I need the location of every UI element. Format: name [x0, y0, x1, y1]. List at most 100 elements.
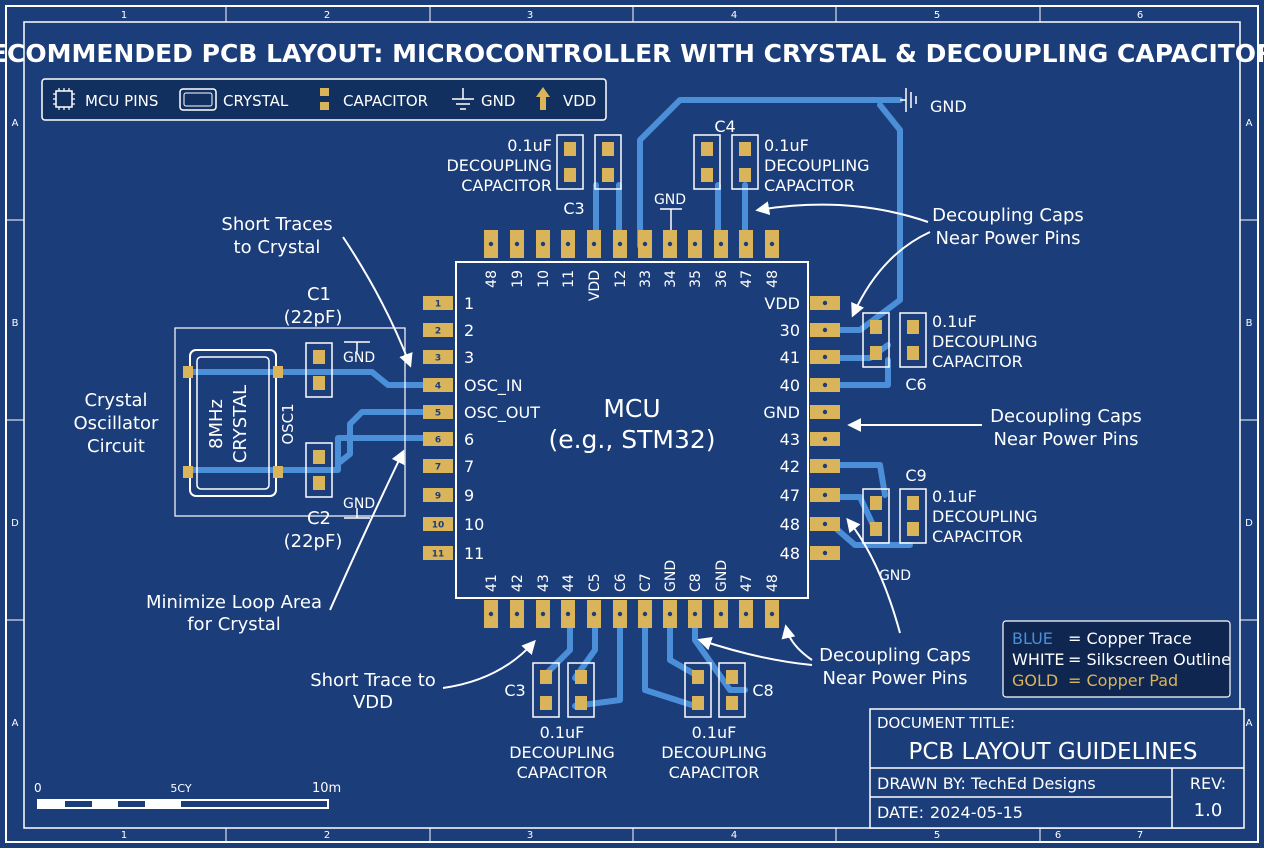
legend-label-capacitor: CAPACITOR: [343, 92, 428, 110]
mcu-top-pad-hole: [692, 241, 698, 247]
rev-value: 1.0: [1194, 800, 1223, 821]
mcu-left-pad-number: 2: [435, 327, 441, 337]
component-labels: C1 (22pF) GND C2 (22pF) GND 0.1uF DECOUP…: [284, 97, 1038, 782]
mcu-left-pin-label: 3: [464, 348, 474, 367]
crystal-icon: [179, 88, 217, 111]
mcu-bottom-pad-hole: [617, 611, 623, 617]
c8-line2: DECOUPLING: [661, 743, 767, 762]
c3-bottom-a-outline: [532, 662, 560, 718]
mcu-right-pin-label: 40: [780, 376, 800, 395]
mcu-left-pad: [423, 546, 453, 560]
c3-bottom-a-pad: [540, 696, 552, 710]
scale-bar: 0 5CY 10m: [34, 781, 341, 809]
color-key: BLUE = Copper Trace WHITE = Silkscreen O…: [1002, 620, 1231, 698]
mcu-left-pad-number: 10: [432, 521, 445, 531]
mcu-right-pad-hole: [822, 327, 828, 333]
crystal-ref: OSC1: [279, 403, 297, 444]
c3-top-line2: DECOUPLING: [446, 156, 552, 175]
mcu-left-pad: [423, 405, 453, 419]
row-marker-right: D: [1245, 518, 1253, 529]
mcu-subtitle: (e.g., STM32): [548, 425, 715, 454]
col-marker-top: 6: [1137, 10, 1143, 21]
mcu-top-pad-hole: [488, 241, 494, 247]
mcu-right-pin-label: 47: [780, 486, 800, 505]
mcu-bottom-pin-label: 48: [765, 574, 781, 592]
c2-gnd: GND: [343, 496, 375, 512]
mcu-right-pad-hole: [822, 550, 828, 556]
col-marker-bottom: 5: [934, 830, 940, 841]
mcu-left-pin-label: 11: [464, 544, 484, 563]
row-marker-right: A: [1246, 718, 1253, 729]
c9-a-pad: [870, 496, 882, 510]
crystal-label-3: Circuit: [87, 436, 145, 457]
mcu-top-pin-label: 48: [484, 270, 500, 288]
scale-start: 0: [34, 781, 42, 795]
mcu-right-pad-hole: [822, 409, 828, 415]
mcu-right-pad-hole: [822, 492, 828, 498]
mcu-top-pin-label: 33: [638, 270, 654, 288]
color-key-gold-text: = Copper Pad: [1068, 671, 1178, 690]
mcu-right-pad-hole: [822, 354, 828, 360]
color-key-white-word: WHITE: [1012, 650, 1064, 669]
crystal-region-outline: [174, 327, 406, 517]
col-marker-top: 3: [527, 10, 533, 21]
mcu-left-pad: [423, 350, 453, 364]
mcu-bottom-pad-hole: [692, 611, 698, 617]
capacitors: [305, 134, 927, 718]
mcu-bottom-pin-label: GND: [663, 560, 679, 592]
mcu-right-pin-label: 48: [780, 515, 800, 534]
decoupling-mid-line1: Decoupling Caps: [990, 406, 1142, 427]
c3-top-line3: CAPACITOR: [461, 176, 552, 195]
c6-line1: 0.1uF: [932, 312, 977, 331]
c2-ref: C2: [307, 508, 331, 529]
c9-b-outline: [899, 488, 927, 544]
page-title: RECOMMENDED PCB LAYOUT: MICROCONTROLLER …: [0, 39, 1264, 68]
mcu-name: MCU: [603, 394, 660, 423]
gnd-top-right-icon: [900, 88, 917, 112]
mcu-bottom-pin-label: C5: [587, 573, 603, 592]
col-marker-bottom: 4: [731, 830, 737, 841]
c4-b-pad: [739, 168, 751, 182]
c3-bottom-b-pad: [575, 696, 587, 710]
c1-outline: [305, 342, 333, 398]
col-marker-bottom: 6: [1055, 830, 1061, 841]
mcu-top-pad-hole: [591, 241, 597, 247]
c6-b-pad: [907, 346, 919, 360]
mcu-top-pad-hole: [540, 241, 546, 247]
mcu-top-pad-hole: [514, 241, 520, 247]
decoupling-bottom-line1: Decoupling Caps: [819, 645, 971, 666]
legend: MCU PINS CRYSTAL CAPACITOR GND VDD: [41, 78, 607, 121]
c9-line1: 0.1uF: [932, 487, 977, 506]
mcu-top-pin-label: 35: [688, 270, 704, 288]
c2-pad: [313, 450, 325, 464]
mcu-top-pin-label: 12: [613, 270, 629, 288]
c3-bottom-line1: 0.1uF: [540, 723, 585, 742]
c3-bottom-line3: CAPACITOR: [517, 763, 608, 782]
crystal-oscillator: 8MHz CRYSTAL OSC1: [174, 327, 406, 517]
c9-a-pad: [870, 522, 882, 536]
mcu-bottom-pin-label: 43: [536, 574, 552, 592]
mcu-left-pad-number: 1: [435, 300, 441, 310]
trace-c8-a: [642, 611, 698, 709]
mcu-right-pin-label: 43: [780, 430, 800, 449]
mcu-top-pad-hole: [718, 241, 724, 247]
c3-top-a-outline: [556, 134, 584, 190]
frame-ticks: [6, 6, 1258, 842]
mcu-top-pad-hole: [617, 241, 623, 247]
color-key-gold-word: GOLD: [1012, 671, 1058, 690]
c3-bottom-a-pad: [540, 670, 552, 684]
c9-line3: CAPACITOR: [932, 527, 1023, 546]
trace-c8-b: [667, 611, 701, 679]
doc-title: PCB LAYOUT GUIDELINES: [908, 739, 1197, 765]
mcu-left-pin-label: 2: [464, 321, 474, 340]
crystal-line1: 8MHz: [206, 399, 227, 449]
gnd-c1-icon: [344, 341, 370, 352]
c8-a-pad: [692, 696, 704, 710]
c1-value: (22pF): [284, 307, 343, 328]
mcu-top-pin-label: VDD: [587, 270, 603, 301]
mcu-top-pad-hole: [642, 241, 648, 247]
c2-pad: [313, 476, 325, 490]
col-marker-bottom: 2: [324, 830, 330, 841]
c8-ref: C8: [752, 681, 773, 700]
c3-bottom-line2: DECOUPLING: [509, 743, 615, 762]
